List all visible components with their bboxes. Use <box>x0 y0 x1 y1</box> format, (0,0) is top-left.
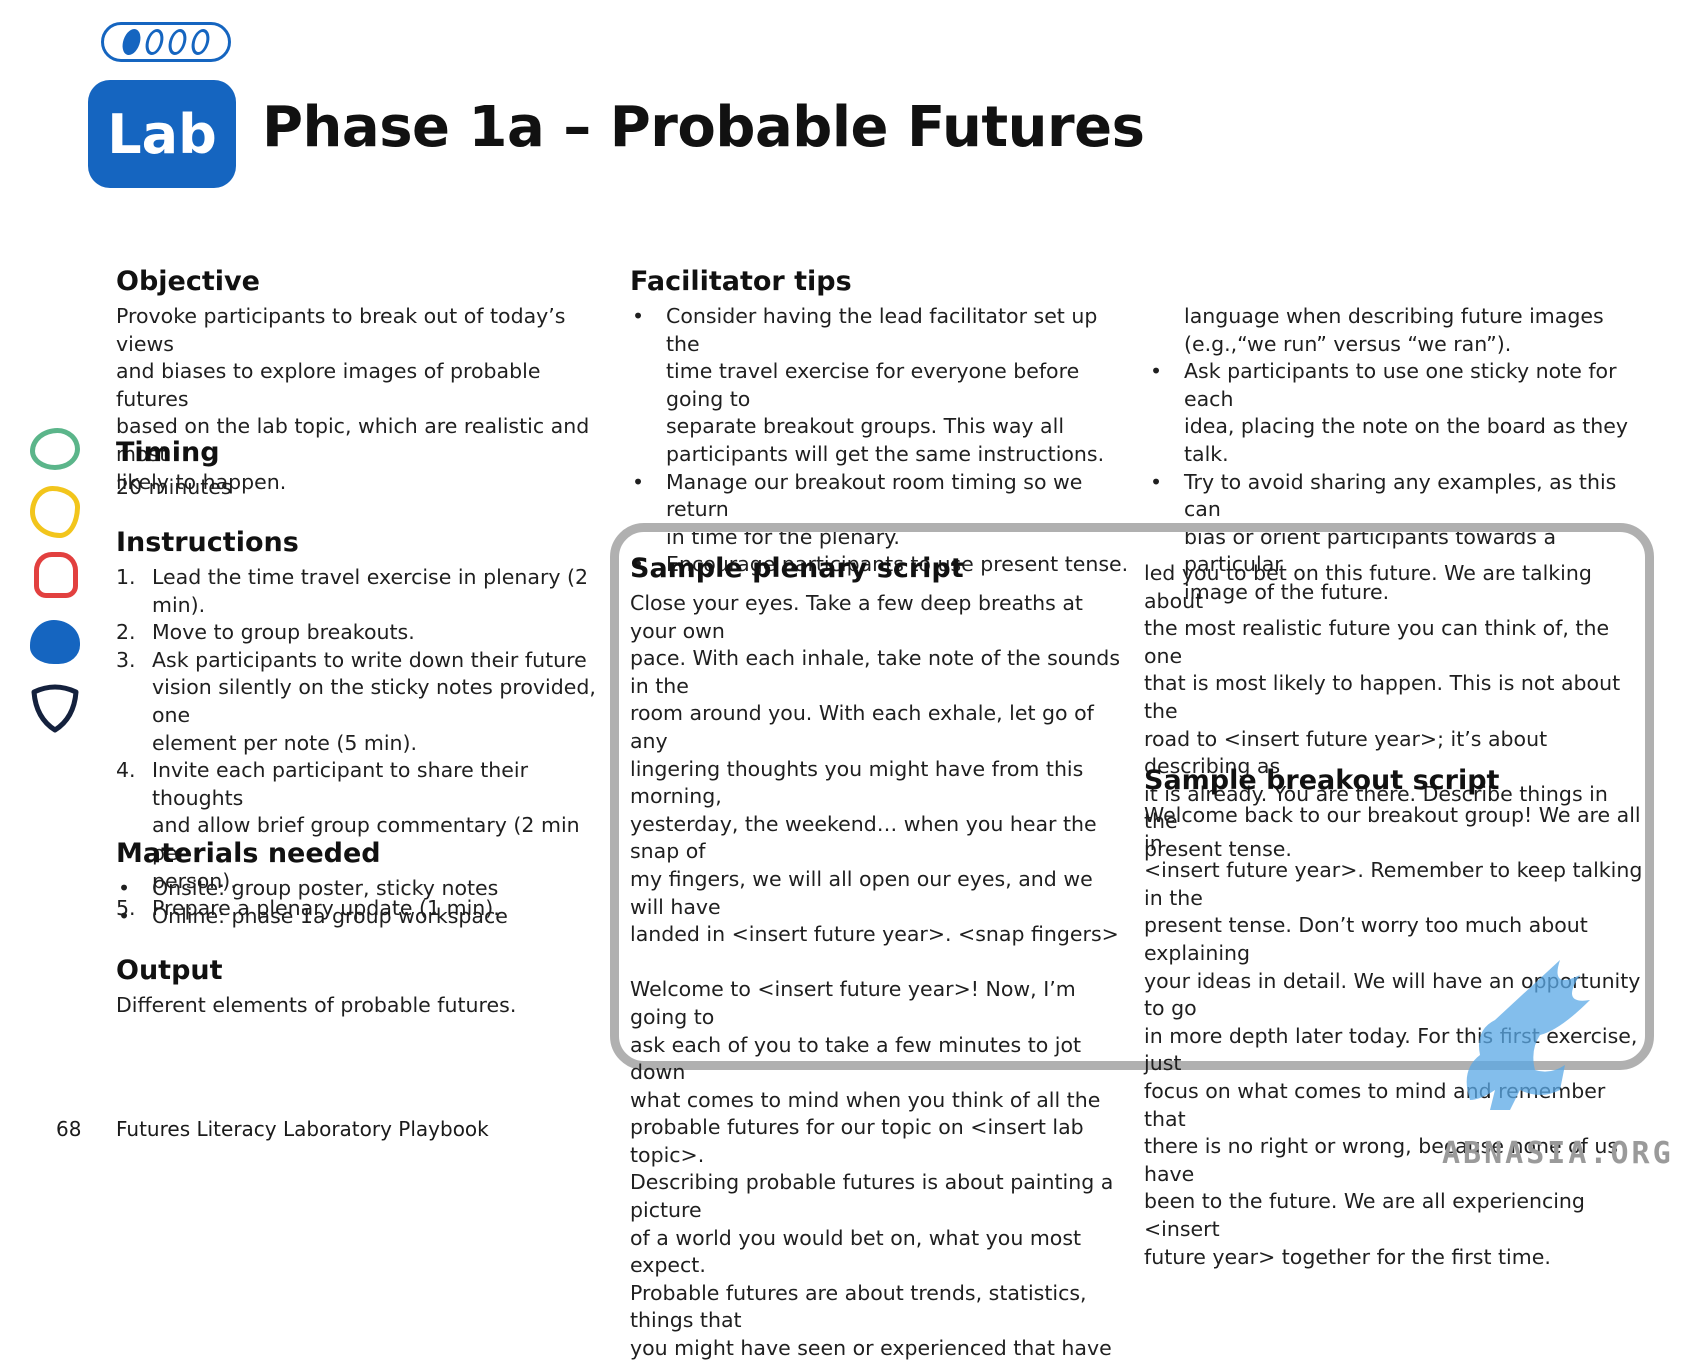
instructions-list: 1.Lead the time travel exercise in plena… <box>116 564 596 923</box>
script-box <box>610 523 1654 1070</box>
instructions-section: Instructions 1.Lead the time travel exer… <box>116 527 596 923</box>
timing-heading: Timing <box>116 437 220 468</box>
objective-heading: Objective <box>116 266 260 297</box>
list-item: Consider having the lead facilitator set… <box>630 303 1130 469</box>
list-item: Encourage participants to use present te… <box>630 551 1130 579</box>
facilitator-tips-heading: Facilitator tips <box>630 266 852 297</box>
list-item: Online: phase 1a group workspace <box>116 903 596 931</box>
output-heading: Output <box>116 955 223 986</box>
plenary-script-heading: Sample plenary script <box>630 553 964 584</box>
list-item: 1.Lead the time travel exercise in plena… <box>116 565 589 617</box>
output-value: Different elements of probable futures. <box>116 993 517 1017</box>
lab-badge: Lab <box>88 80 236 188</box>
page-number: 68 <box>56 1117 82 1141</box>
watermark-text: ABNASIA.ORG <box>1442 1136 1674 1171</box>
instructions-heading: Instructions <box>116 527 299 558</box>
navy-shield-icon <box>28 682 82 734</box>
materials-heading: Materials needed <box>116 838 381 869</box>
output-section: Output Different elements of probable fu… <box>116 955 596 1020</box>
green-blob-icon <box>30 428 80 470</box>
facilitator-tips-section: Facilitator tips Consider having the lea… <box>630 266 1130 579</box>
progress-dot <box>143 29 166 55</box>
page-title: Phase 1a – Probable Futures <box>262 95 1145 160</box>
yellow-blob-icon <box>30 486 80 538</box>
materials-section: Materials needed Onsite: group poster, s… <box>116 838 596 930</box>
list-item: Ask participants to use one sticky note … <box>1148 358 1648 468</box>
objective-text: Provoke participants to break out of tod… <box>116 304 590 494</box>
list-item: Onsite: group poster, sticky notes <box>116 875 596 903</box>
facilitator-tips-list: Consider having the lead facilitator set… <box>630 303 1130 579</box>
plenary-script-text: Close your eyes. Take a few deep breaths… <box>630 591 1120 1361</box>
plenary-script-continued: led you to bet on this future. We are ta… <box>1144 561 1621 861</box>
list-item: Manage our breakout room timing so we re… <box>630 469 1130 552</box>
materials-list: Onsite: group poster, sticky notes Onlin… <box>116 875 596 930</box>
plenary-script-section: Sample plenary script Close your eyes. T… <box>630 553 1120 1363</box>
blue-filled-blob-icon <box>30 620 80 664</box>
footer-book-title: Futures Literacy Laboratory Playbook <box>116 1117 489 1141</box>
timing-section: Timing 20 minutes <box>116 437 596 502</box>
breakout-script-heading: Sample breakout script <box>1144 765 1500 796</box>
timing-value: 20 minutes <box>116 475 232 499</box>
list-item: 2.Move to group breakouts. <box>116 620 415 645</box>
progress-dot <box>189 29 212 55</box>
tip-continuation: language when describing future images (… <box>1184 304 1604 356</box>
objective-section: Objective Provoke participants to break … <box>116 266 596 496</box>
griffin-watermark-icon <box>1440 950 1600 1120</box>
red-rounded-triangle-icon <box>34 552 78 598</box>
progress-dot <box>166 29 189 55</box>
progress-dot-active <box>120 29 143 55</box>
phase-progress-indicator <box>101 22 231 62</box>
list-item: 3.Ask participants to write down their f… <box>116 647 596 755</box>
